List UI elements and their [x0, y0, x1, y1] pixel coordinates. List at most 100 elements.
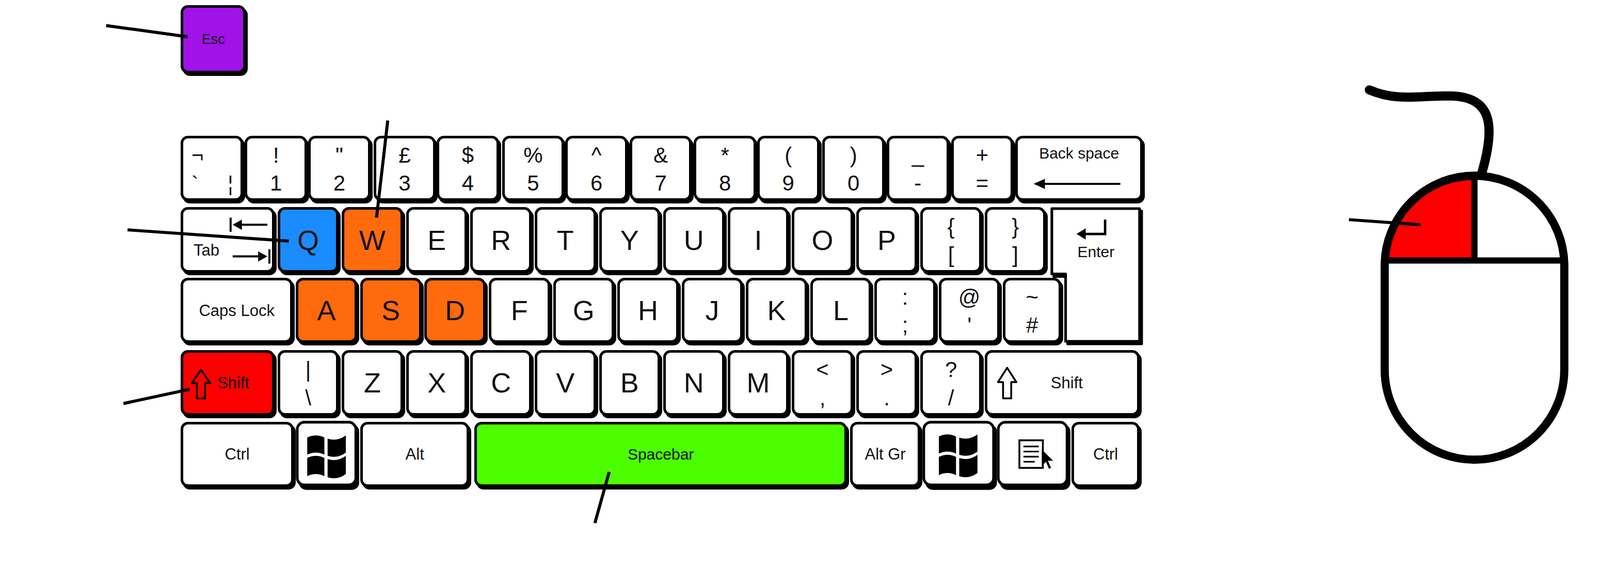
keyboard-key: X	[406, 349, 468, 416]
enter-arrow	[1076, 219, 1106, 240]
key-label: &	[653, 144, 668, 167]
keyboard-key: H	[617, 277, 679, 344]
key-label: %	[523, 144, 543, 167]
key-label: C	[490, 368, 511, 397]
keyboard-key: Ctrl	[180, 421, 294, 488]
key-label: ]	[1012, 244, 1019, 266]
keyboard-key: Ctrl	[1071, 421, 1140, 488]
key-label: 7	[654, 172, 667, 195]
key-label: B	[620, 368, 639, 397]
key-label: {	[947, 215, 955, 238]
keyboard-key: !1	[244, 135, 308, 202]
keyboard-key: %5	[502, 135, 565, 202]
keyboard-key: I	[727, 206, 790, 273]
key-label: *	[720, 144, 729, 167]
keyboard-key: S	[360, 277, 422, 344]
keyboard-key: >.	[856, 349, 918, 416]
key-label: 6	[590, 172, 603, 195]
key-label: <	[816, 358, 829, 381]
key-label: (	[784, 144, 792, 167]
keyboard-key: *8	[693, 135, 757, 202]
key-label: :	[902, 286, 909, 309]
key-label: '	[967, 314, 972, 336]
key-label: 1	[269, 172, 282, 195]
key-label: Alt	[405, 445, 425, 462]
keyboard-key: N	[663, 349, 725, 416]
key-label: Z	[363, 368, 381, 397]
key-label: Caps Lock	[198, 302, 275, 319]
windows-key	[923, 422, 998, 490]
keyboard-key: W	[341, 206, 404, 273]
keyboard-key: V	[534, 349, 597, 416]
key-label: £	[398, 144, 411, 167]
key-label: Enter	[1077, 244, 1115, 260]
keyboard-key: P	[856, 206, 918, 273]
keyboard-key: F	[488, 277, 551, 344]
key-label: 4	[461, 172, 474, 195]
menu-key	[998, 422, 1071, 490]
key-label: 2	[333, 172, 346, 195]
key-label: Spacebar	[627, 446, 694, 462]
keyboard-key: Spacebar	[474, 421, 847, 488]
key-label: E	[427, 226, 446, 254]
key-label: +	[976, 144, 989, 167]
key-label: ,	[819, 387, 826, 409]
keyboard-key: Y	[599, 206, 661, 273]
key-label: ?	[945, 358, 957, 381]
keyboard-key: U	[663, 206, 725, 273]
enter-key-outline	[1048, 206, 1143, 343]
key-label: "	[335, 144, 344, 167]
key-label: Q	[297, 226, 319, 254]
key-label: )	[850, 144, 858, 167]
key-label: ;	[902, 314, 909, 336]
keyboard-key: O	[791, 206, 854, 273]
keyboard-key: Esc	[180, 5, 247, 74]
key-label: V	[555, 368, 575, 397]
keyboard-key: D	[424, 277, 486, 344]
key-label: ^	[591, 144, 602, 167]
key-label: U	[683, 226, 704, 254]
key-label: Back space	[1038, 145, 1119, 162]
key-label: K	[766, 296, 786, 325]
key-label: Y	[620, 226, 639, 254]
key-label: Shift	[1050, 374, 1083, 391]
key-face	[1051, 208, 1140, 342]
keyboard-key: C	[470, 349, 532, 416]
key-label: }	[1011, 215, 1019, 238]
key-label: !	[273, 144, 280, 167]
key-label: >	[880, 358, 894, 381]
keyboard-key: Shift	[984, 349, 1141, 416]
key-label: G	[572, 296, 595, 325]
keyboard-key: |\	[277, 349, 340, 416]
keyboard-key: @'	[938, 277, 1001, 344]
key-label: |	[305, 358, 312, 381]
key-label: #	[1026, 314, 1038, 336]
keyboard-key: J	[681, 277, 744, 344]
leader-lines	[106, 25, 1421, 523]
keyboard-key: Alt Gr	[850, 421, 921, 488]
backspace-arrow	[1033, 178, 1121, 189]
keyboard-key: &7	[629, 135, 693, 202]
keyboard-key: {[	[920, 206, 982, 273]
keyboard-key: L	[810, 277, 872, 344]
keyboard-key: A	[295, 277, 358, 344]
key-label-row: `¦	[191, 173, 234, 195]
shift-arrow	[192, 369, 211, 398]
keyboard-key: G	[553, 277, 615, 344]
key-label: O	[811, 226, 834, 254]
key-label: /	[948, 387, 955, 409]
key-label: =	[976, 172, 989, 195]
keyboard-key: Back space	[1015, 135, 1143, 202]
keyboard-key: R	[470, 206, 532, 273]
key-label: -	[914, 172, 922, 195]
keyboard-key: E	[406, 206, 468, 273]
key-label: [	[948, 244, 955, 266]
keyboard-key: }]	[984, 206, 1047, 273]
keyboard-key: Caps Lock	[180, 277, 293, 344]
key-label: M	[746, 368, 770, 397]
key-label: F	[510, 296, 528, 325]
key-label: S	[381, 296, 400, 325]
keyboard-key: Alt	[360, 421, 470, 488]
keyboard-key: B	[599, 349, 661, 416]
